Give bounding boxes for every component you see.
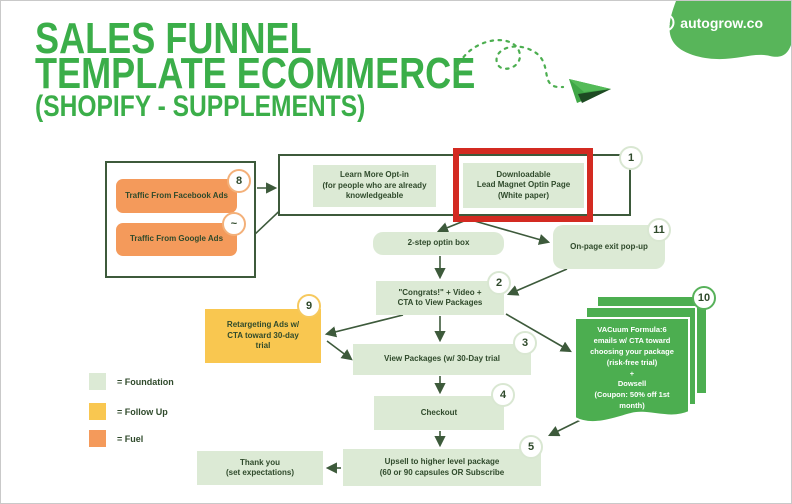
- title-subtitle: (SHOPIFY - SUPPLEMENTS): [35, 90, 366, 123]
- node-view-packages: View Packages (w/ 30-Day trial: [353, 344, 531, 375]
- node-label: Learn More Opt-in (for people who are al…: [322, 170, 427, 201]
- legend-swatch-foundation: [89, 373, 106, 390]
- legend-label: = Follow Up: [117, 406, 168, 417]
- badge-1: 1: [619, 146, 643, 170]
- legend-swatch-follow-up: [89, 403, 106, 420]
- node-label: 2-step optin box: [407, 238, 470, 248]
- badge-8: 8: [227, 169, 251, 193]
- node-label: Traffic From Google Ads: [129, 234, 224, 244]
- node-traffic-facebook: Traffic From Facebook Ads: [116, 179, 237, 213]
- autogrow-logo: autogrow.co: [656, 13, 763, 32]
- legend-item-foundation: = Foundation: [89, 373, 174, 390]
- logo-blob: [669, 1, 791, 60]
- legend-label: = Fuel: [117, 433, 144, 444]
- node-retargeting-ads: Retargeting Ads w/ CTA toward 30-day tri…: [205, 309, 321, 363]
- badge-10: 10: [692, 286, 716, 310]
- legend-item-fuel: = Fuel: [89, 430, 143, 447]
- node-traffic-google: Traffic From Google Ads: [116, 223, 237, 256]
- badge-2: 2: [487, 271, 511, 295]
- node-label: On-page exit pop-up: [570, 241, 648, 251]
- node-label: Checkout: [420, 407, 458, 417]
- red-highlight-box: [453, 148, 593, 222]
- node-email-sequence: VACuum Formula:6 emails w/ CTA toward ch…: [574, 317, 690, 425]
- node-checkout: Checkout: [374, 396, 504, 430]
- node-label: Traffic From Facebook Ads: [125, 190, 228, 200]
- node-upsell: Upsell to higher level package (60 or 90…: [343, 449, 541, 486]
- node-label: Upsell to higher level package (60 or 90…: [379, 457, 505, 477]
- node-label: VACuum Formula:6 emails w/ CTA toward ch…: [590, 325, 674, 411]
- badge-tilde: ~: [222, 212, 246, 236]
- node-congrats-video: "Congrats!" + Video + CTA to View Packag…: [376, 281, 504, 315]
- node-exit-popup: On-page exit pop-up: [553, 225, 665, 269]
- node-label: View Packages (w/ 30-Day trial: [384, 354, 500, 364]
- node-thank-you: Thank you (set expectations): [197, 451, 323, 485]
- legend-swatch-fuel: [89, 430, 106, 447]
- badge-9: 9: [297, 294, 321, 318]
- badge-11: 11: [647, 218, 671, 242]
- node-label: Thank you (set expectations): [225, 457, 295, 477]
- logo-text: autogrow.co: [680, 14, 763, 31]
- badge-5: 5: [519, 435, 543, 459]
- node-label: Downloadable Lead Magnet Optin Page (Whi…: [476, 169, 571, 200]
- title-main: SALES FUNNEL TEMPLATE ECOMMERCE: [35, 14, 476, 98]
- node-label: Retargeting Ads w/ CTA toward 30-day tri…: [226, 320, 300, 351]
- node-downloadable-lead-magnet: Downloadable Lead Magnet Optin Page (Whi…: [463, 163, 584, 208]
- paper-plane-icon: [569, 79, 611, 103]
- page-title: SALES FUNNEL TEMPLATE ECOMMERCE (SHOPIFY…: [35, 14, 476, 123]
- badge-3: 3: [513, 331, 537, 355]
- legend-item-follow-up: = Follow Up: [89, 403, 168, 420]
- autogrow-logo-icon: [656, 13, 675, 32]
- badge-4: 4: [491, 383, 515, 407]
- node-learn-more-optin: Learn More Opt-in (for people who are al…: [313, 165, 436, 207]
- legend-label: = Foundation: [117, 376, 174, 387]
- email-card-front-shape: [574, 317, 690, 424]
- node-label: "Congrats!" + Video + CTA to View Packag…: [397, 287, 483, 307]
- node-two-step-optin: 2-step optin box: [373, 232, 504, 255]
